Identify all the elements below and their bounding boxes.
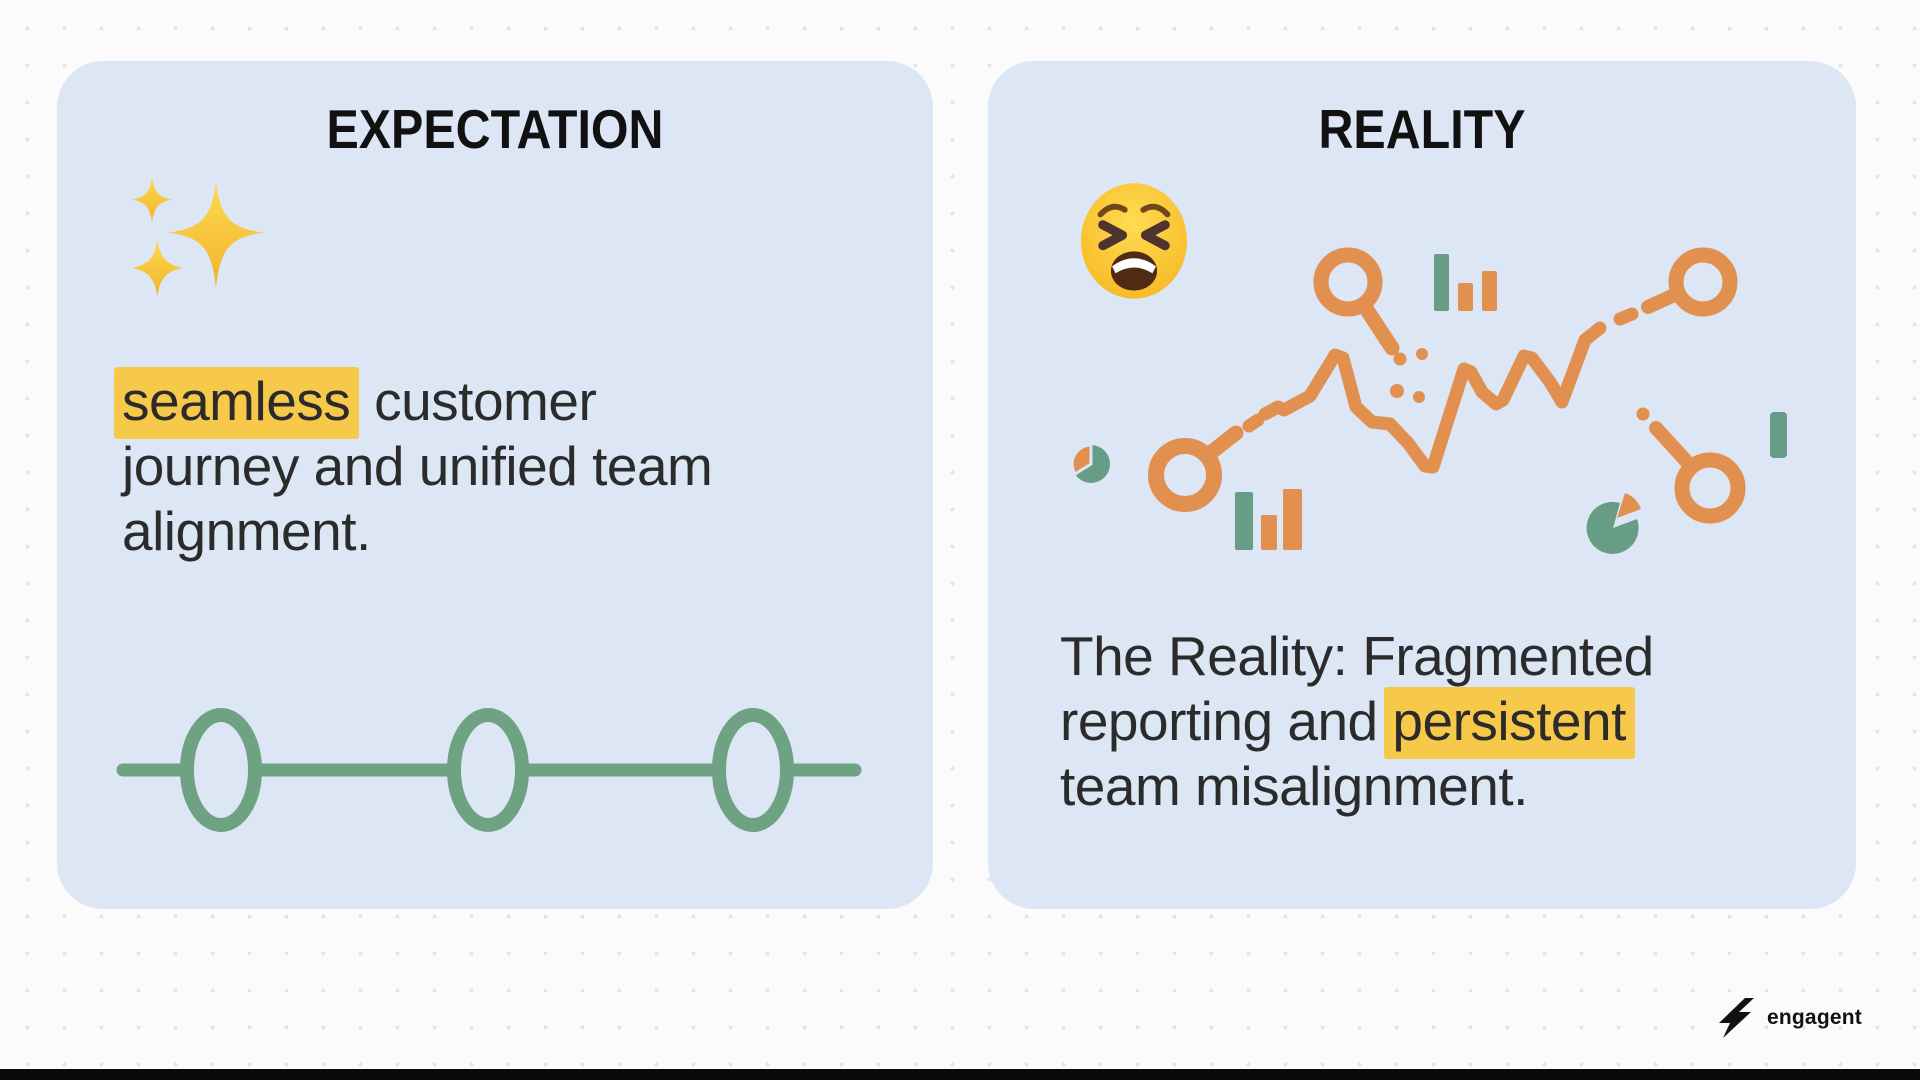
highlight-seamless: seamless <box>114 367 360 439</box>
logo-text: engagent <box>1767 1006 1862 1029</box>
zigzag-line-chart <box>1258 321 1607 474</box>
engagent-logo: engagent <box>1712 995 1862 1041</box>
metric-bar <box>1770 412 1787 458</box>
weary-face-emoji-icon <box>1076 181 1192 301</box>
text-segment: reporting and <box>1060 690 1393 752</box>
expectation-title: EXPECTATION <box>326 98 664 160</box>
footer-bar <box>0 1069 1920 1080</box>
pie-chart-icon <box>1070 443 1110 483</box>
reality-title: REALITY <box>1318 98 1526 160</box>
text-segment: journey and unified team <box>122 435 713 497</box>
highlight-persistent: persistent <box>1384 687 1635 759</box>
sparkles-emoji-icon <box>125 173 275 303</box>
text-segment: alignment. <box>122 500 371 562</box>
journey-timeline-graphic <box>116 708 862 832</box>
text-segment: customer <box>359 370 597 432</box>
timeline-node <box>712 708 794 832</box>
timeline-node <box>447 708 529 832</box>
pie-chart-icon <box>1586 493 1641 554</box>
fragmented-analytics-doodle <box>1070 247 1787 554</box>
scatter-dots <box>1390 348 1428 403</box>
timeline-node <box>180 708 262 832</box>
circle-node-icon <box>1313 247 1400 356</box>
circle-node-icon <box>1636 407 1746 524</box>
bar-chart-icon <box>1434 254 1497 311</box>
engagent-logo-icon <box>1719 998 1754 1038</box>
circle-node-icon <box>1613 247 1738 326</box>
bar-chart-icon <box>1235 489 1302 550</box>
circle-node-icon <box>1148 413 1265 512</box>
text-segment: The Reality: Fragmented <box>1060 625 1654 687</box>
text-segment: team misalignment. <box>1060 755 1528 817</box>
reality-card: REALITY <box>988 61 1856 909</box>
